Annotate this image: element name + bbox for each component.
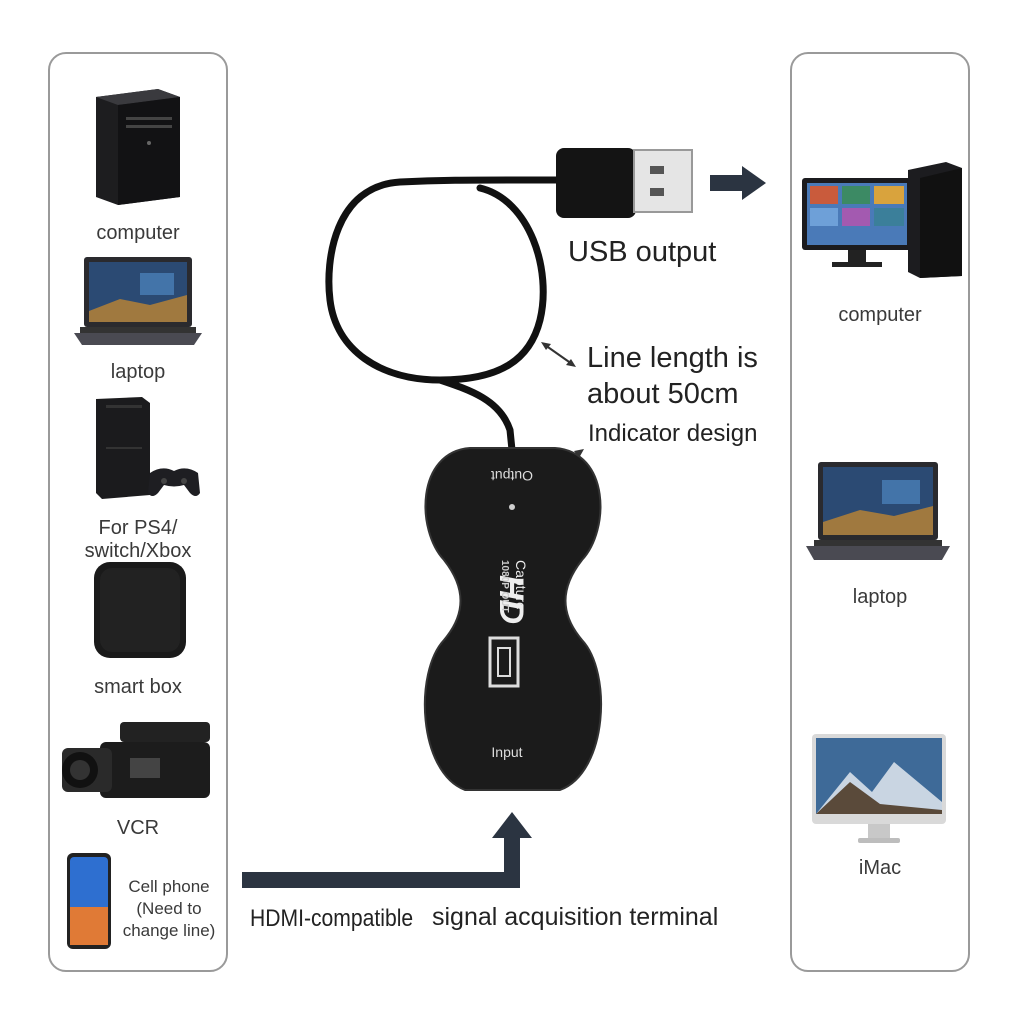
source-label-vcr: VCR [116,817,160,839]
imac-icon [812,734,946,843]
source-label-smart-box: smart box [94,676,182,698]
source-label-console-line1: For PS4/ [98,517,178,539]
camcorder-icon [62,722,210,798]
smart-box-icon [94,562,186,658]
target-label-laptop: laptop [852,586,908,608]
source-label-computer: computer [96,222,180,244]
laptop-icon [806,462,950,560]
desktop-tower-icon [96,89,180,205]
source-label-phone-line2: (Need to [136,899,202,918]
game-console-icon [96,397,200,499]
cell-phone-icon [67,853,111,949]
indicator-design-label: Indicator design [588,420,758,447]
usb-plug-connector [633,149,693,213]
device-output-label: Output [490,468,534,484]
source-devices-panel [48,52,228,972]
source-label-laptop: laptop [110,361,166,383]
signal-acquisition-label: signal acquisition terminal [432,903,719,931]
usb-cable [325,176,564,454]
source-label-console-line2: switch/Xbox [84,540,192,562]
device-capture-label: Capture [513,560,529,610]
indicator-led [509,504,515,510]
desktop-computer-icon [802,162,962,278]
target-label-imac: iMac [858,857,902,879]
usb-output-label: USB output [568,236,717,268]
device-1080p-label: 1080P OUT [499,560,510,613]
capture-device-body [423,447,603,791]
source-label-phone-line1: Cell phone [128,877,210,896]
target-label-computer: computer [838,304,922,326]
line-length-label-1: Line length is [587,342,758,374]
line-length-label-2: about 50cm [587,378,739,410]
source-label-phone-line3: change line) [122,921,216,940]
usb-output-arrow [710,166,766,200]
usb-plug-body [556,148,636,218]
device-input-label: Input [491,744,523,760]
line-length-pointer [544,344,573,365]
hdmi-compatible-label: HDMI-compatible [250,905,414,932]
laptop-icon [74,257,202,345]
hdmi-input-arrow [242,836,520,888]
